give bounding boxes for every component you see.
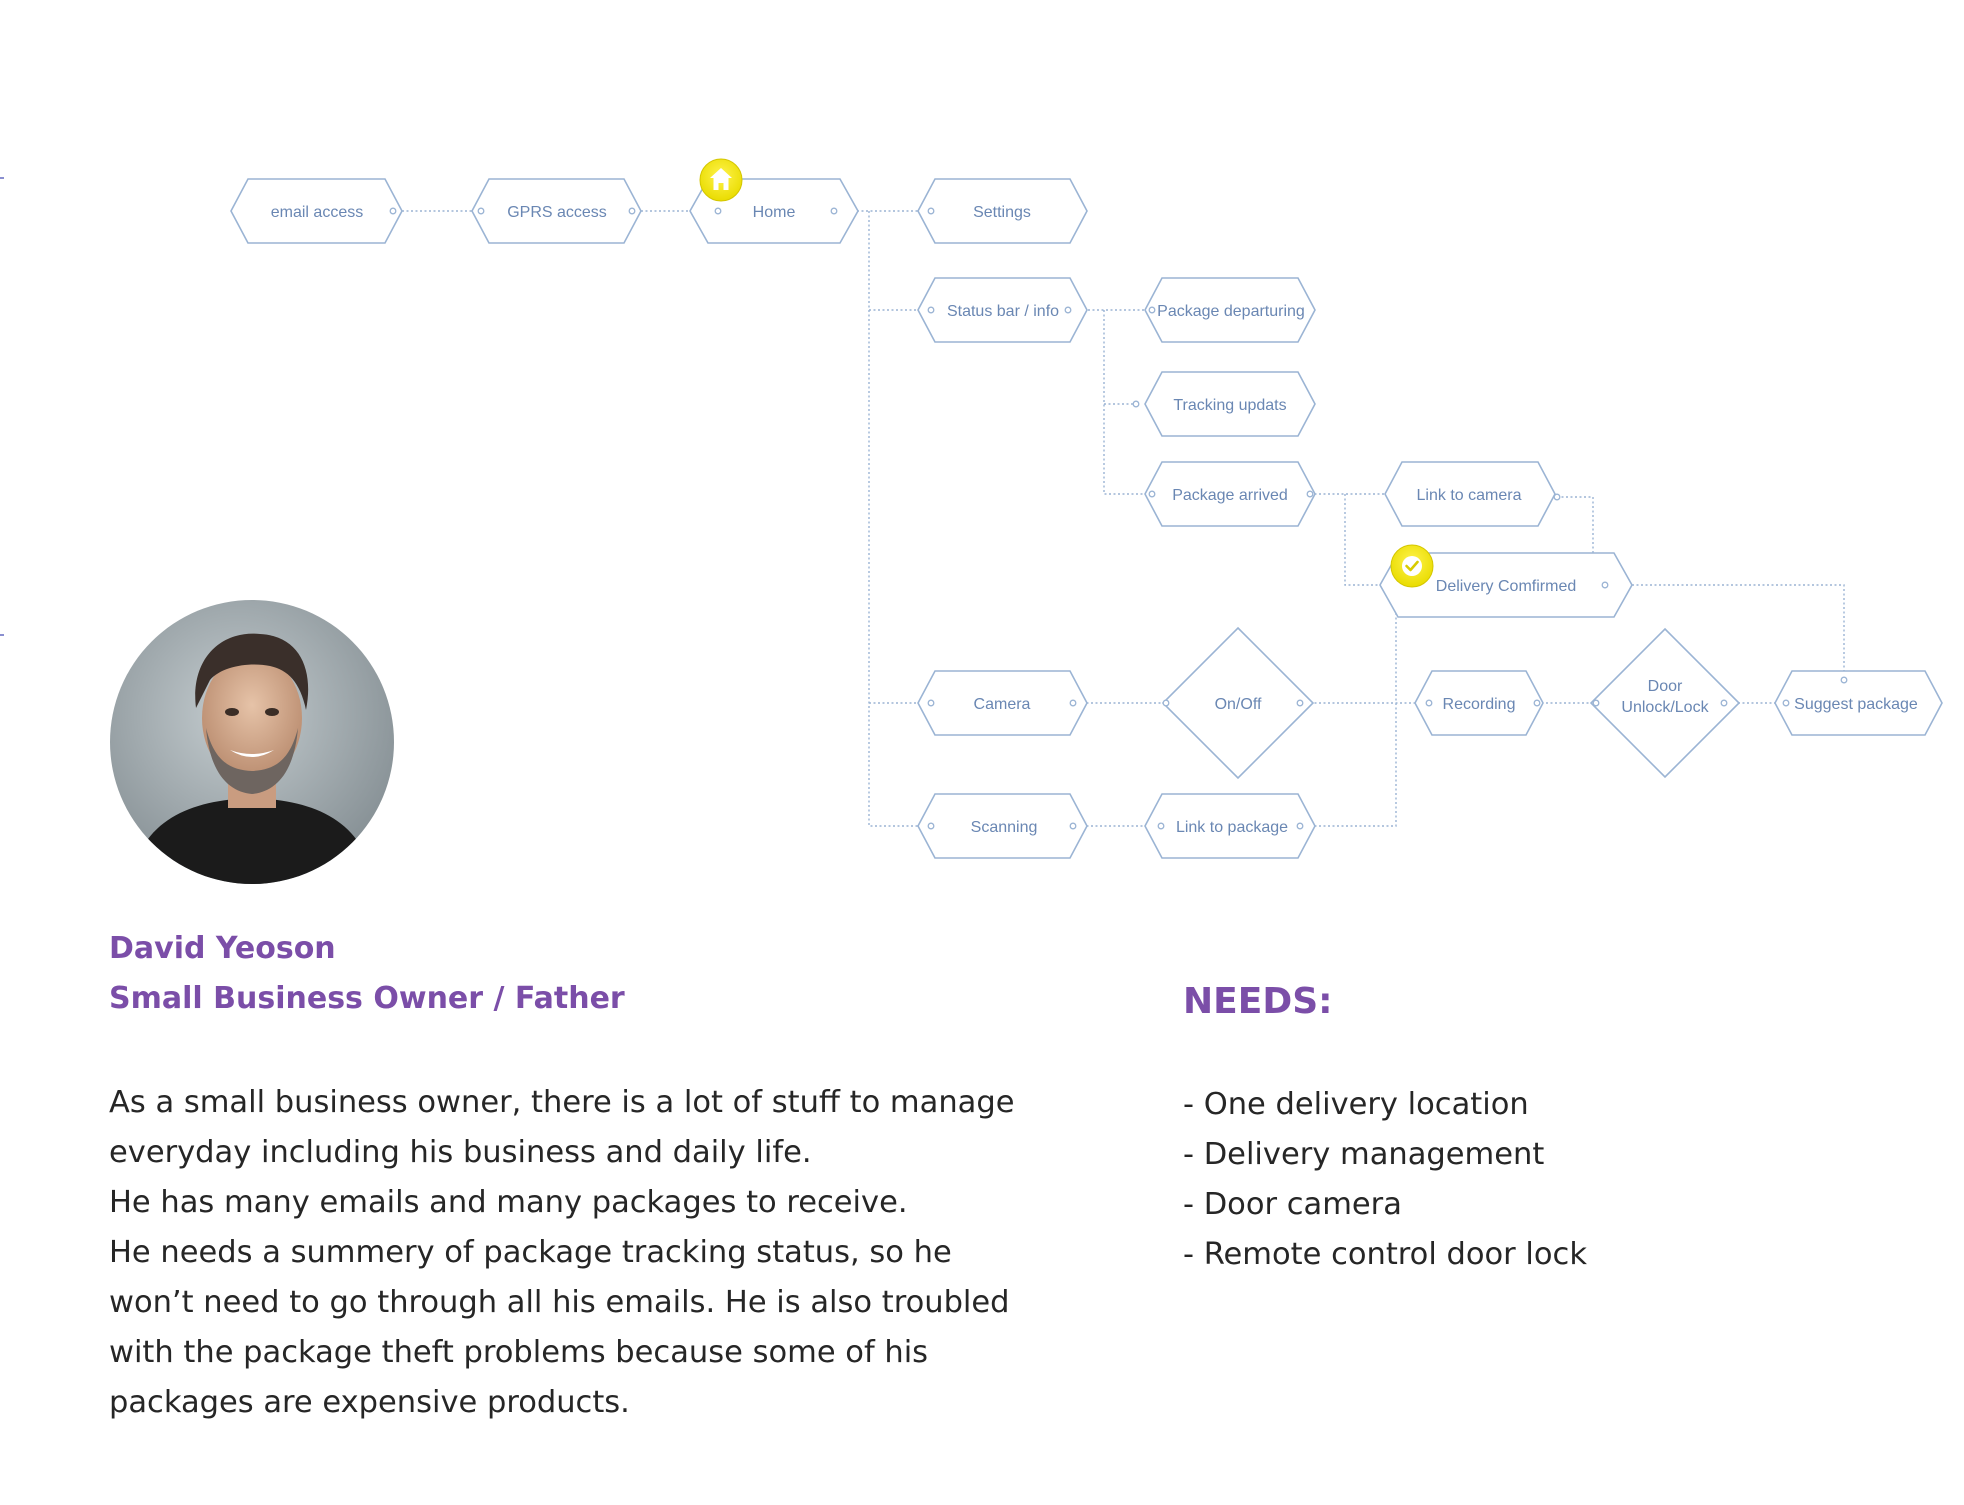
node-door-unlock-lock[interactable]: Door Unlock/Lock	[1589, 627, 1741, 779]
story-line: won’t need to go through all his emails.…	[109, 1285, 1010, 1320]
needs-item: - Remote control door lock	[1183, 1237, 1587, 1272]
avatar	[110, 600, 394, 884]
flow-diagram: email access GPRS access Home Settings S…	[230, 158, 1943, 859]
story-line: He needs a summery of package tracking s…	[109, 1235, 952, 1270]
persona-name: David Yeoson	[109, 931, 336, 966]
node-label-tracking-updats: Tracking updats	[1173, 397, 1286, 414]
node-label-settings: Settings	[973, 204, 1031, 221]
node-label-delivery-comfirmed: Delivery Comfirmed	[1436, 578, 1576, 595]
check-icon	[1390, 544, 1434, 588]
connector-linkpkg-vertical	[1310, 585, 1397, 827]
needs-heading: NEEDS:	[1183, 981, 1333, 1022]
connector-home-trunk	[868, 211, 925, 827]
node-settings[interactable]: Settings	[917, 178, 1088, 244]
node-label-package-arrived: Package arrived	[1172, 487, 1288, 504]
node-label-suggest-package: Suggest package	[1794, 696, 1918, 713]
connector-arrived-confirmed	[1344, 494, 1396, 586]
node-package-arrived[interactable]: Package arrived	[1144, 461, 1316, 527]
connector-status-branch	[1103, 310, 1152, 495]
node-label-unlock-lock: Unlock/Lock	[1621, 699, 1709, 716]
node-label-door: Door	[1648, 678, 1683, 695]
flow-connectors	[393, 210, 1845, 827]
node-label-on-off: On/Off	[1215, 696, 1262, 713]
story-line: everyday including his business and dail…	[109, 1135, 812, 1170]
node-label-scanning: Scanning	[971, 819, 1038, 836]
node-link-to-camera[interactable]: Link to camera	[1384, 461, 1561, 527]
home-icon	[699, 158, 743, 202]
node-on-off[interactable]: On/Off	[1161, 626, 1315, 780]
node-label-link-to-package: Link to package	[1176, 819, 1288, 836]
node-email-access[interactable]: email access	[230, 178, 403, 244]
node-label-recording: Recording	[1443, 696, 1516, 713]
persona-story: As a small business owner, there is a lo…	[109, 1078, 1059, 1428]
story-line: He has many emails and many packages to …	[109, 1185, 908, 1220]
node-suggest-package[interactable]: Suggest package	[1774, 670, 1943, 736]
persona-role: Small Business Owner / Father	[109, 981, 625, 1016]
needs-list: - One delivery location - Delivery manag…	[1183, 1080, 1587, 1280]
node-package-departuring[interactable]: Package departuring	[1144, 277, 1316, 343]
node-label-gprs-access: GPRS access	[507, 204, 607, 221]
node-label-email-access: email access	[271, 204, 363, 221]
needs-item: - Door camera	[1183, 1187, 1402, 1222]
story-line: As a small business owner, there is a lo…	[109, 1085, 1015, 1120]
node-status-bar[interactable]: Status bar / info	[917, 277, 1088, 343]
story-line: with the package theft problems because …	[109, 1335, 929, 1370]
node-scanning[interactable]: Scanning	[917, 793, 1088, 859]
node-gprs-access[interactable]: GPRS access	[471, 178, 642, 244]
node-delivery-comfirmed[interactable]: Delivery Comfirmed	[1379, 552, 1633, 618]
node-recording[interactable]: Recording	[1414, 670, 1544, 736]
needs-item: - Delivery management	[1183, 1137, 1545, 1172]
node-tracking-updats[interactable]: Tracking updats	[1132, 371, 1316, 437]
connector-confirmed-suggest	[1605, 584, 1845, 678]
node-label-link-to-camera: Link to camera	[1417, 487, 1522, 504]
node-label-camera: Camera	[974, 696, 1031, 713]
edge-tick-middle	[0, 634, 4, 636]
node-link-to-package[interactable]: Link to package	[1144, 793, 1316, 859]
node-label-package-departuring: Package departuring	[1157, 303, 1305, 320]
needs-item: - One delivery location	[1183, 1087, 1529, 1122]
edge-tick-top	[0, 177, 4, 179]
story-line: packages are expensive products.	[109, 1385, 630, 1420]
connector-link-camera-confirmed	[1557, 496, 1594, 553]
node-label-home: Home	[753, 204, 796, 221]
node-camera[interactable]: Camera	[917, 670, 1088, 736]
node-label-status-bar: Status bar / info	[947, 303, 1059, 320]
